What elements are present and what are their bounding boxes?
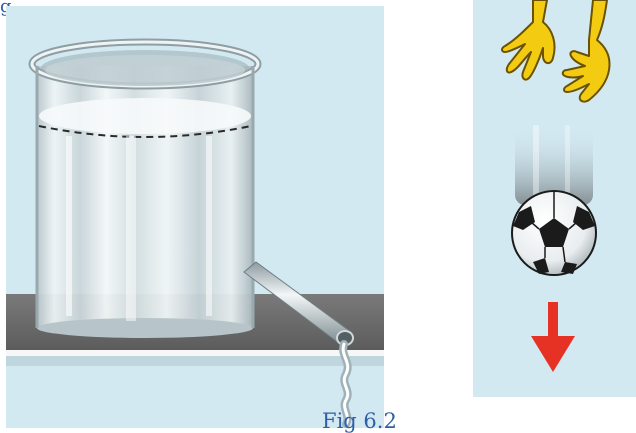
table-edge (6, 350, 384, 356)
falling-ball-illustration (473, 0, 636, 397)
water-container (32, 42, 258, 338)
water-container-illustration (6, 6, 384, 428)
water-container-scene (6, 6, 384, 428)
figure-caption: Fig 6.2 (322, 410, 397, 432)
falling-ball-scene (473, 0, 636, 397)
football-icon (512, 191, 596, 275)
table-shadow (6, 356, 384, 366)
